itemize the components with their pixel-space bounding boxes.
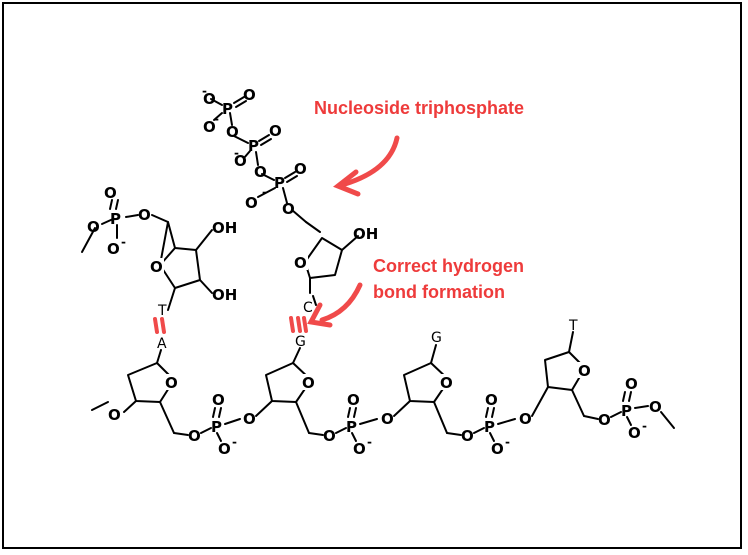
base-thymine: T xyxy=(157,303,167,319)
oxygen-atom: O xyxy=(598,411,611,429)
hydroxyl-group: OH xyxy=(353,225,378,243)
oxygen-atom: O xyxy=(108,406,121,424)
hbond-marks-right xyxy=(289,316,308,333)
phosphorus-atom: P xyxy=(222,100,233,118)
triphosphate-chain xyxy=(210,96,307,223)
oxygen-atom: O xyxy=(87,218,100,236)
oxygen-atom: O xyxy=(347,391,360,409)
oxygen-atom: O xyxy=(519,410,532,428)
negative-charge: - xyxy=(121,235,126,249)
hbond-marks-left xyxy=(153,317,166,334)
annotation-arrow-triphosphate xyxy=(333,135,400,197)
oxygen-atom: O xyxy=(107,240,120,258)
ring-oxygen: O xyxy=(294,254,307,272)
oxygen-atom: O xyxy=(254,163,267,181)
oxygen-atom: O xyxy=(294,160,307,178)
negative-charge: - xyxy=(214,112,219,126)
oxygen-atom: O xyxy=(491,440,504,458)
oxygen-atom: O xyxy=(282,200,295,218)
negative-charge: - xyxy=(232,435,237,449)
oxygen-atom: O xyxy=(245,194,258,212)
hydroxyl-group: OH xyxy=(212,286,237,304)
phosphorus-atom: P xyxy=(621,402,632,420)
oxygen-atom: O xyxy=(104,184,117,202)
base-thymine: T xyxy=(568,318,578,334)
ring-oxygen: O xyxy=(302,374,315,392)
phosphorus-atom: P xyxy=(274,174,285,192)
negative-charge: - xyxy=(367,435,372,449)
base-cytosine: C xyxy=(303,300,313,316)
oxygen-atom: O xyxy=(203,118,216,136)
negative-charge: - xyxy=(642,419,647,433)
oxygen-atom: O xyxy=(461,427,474,445)
oxygen-atom: O xyxy=(628,424,641,442)
ntp-sugar: O OH C xyxy=(292,221,378,316)
oxygen-atom: O xyxy=(188,427,201,445)
oxygen-atom: O xyxy=(212,391,225,409)
oxygen-atom: O xyxy=(625,375,638,393)
oxygen-atom: O xyxy=(353,440,366,458)
oxygen-atom: O xyxy=(218,440,231,458)
oxygen-atom: O xyxy=(226,123,239,141)
negative-charge: - xyxy=(202,84,207,98)
ring-oxygen: O xyxy=(578,362,591,380)
base-guanine: G xyxy=(295,334,306,350)
oxygen-atom: O xyxy=(203,90,216,108)
left-nucleotide: O P O O - O O OH OH T xyxy=(81,184,237,319)
negative-charge: - xyxy=(234,146,239,160)
oxygen-atom: O xyxy=(234,152,247,170)
oxygen-atom: O xyxy=(381,410,394,428)
triphosphate-label: Nucleoside triphosphate xyxy=(314,98,524,118)
triphosphate-atoms: O - P O O - O P O O - O P O O - O xyxy=(202,84,307,218)
hbond-label-line1: Correct hydrogen xyxy=(373,256,524,276)
base-adenine: A xyxy=(157,336,167,352)
phosphorus-atom: P xyxy=(248,137,259,155)
negative-charge: - xyxy=(262,185,267,199)
diagram-frame xyxy=(2,2,742,549)
phosphorus-atom: P xyxy=(346,418,357,436)
hydroxyl-group: OH xyxy=(212,219,237,237)
phosphorus-atom: P xyxy=(484,418,495,436)
ring-oxygen: O xyxy=(165,374,178,392)
hbond-label-line2: bond formation xyxy=(373,282,505,302)
template-strand: O O A O P O O - O O G O P O xyxy=(91,318,675,458)
oxygen-atom: O xyxy=(323,427,336,445)
oxygen-atom: O xyxy=(269,122,282,140)
annotation-arrow-hbond xyxy=(307,282,363,328)
phosphorus-atom: P xyxy=(110,210,121,228)
oxygen-atom: O xyxy=(649,398,662,416)
oxygen-atom: O xyxy=(243,410,256,428)
negative-charge: - xyxy=(505,435,510,449)
base-guanine: G xyxy=(431,330,442,346)
phosphorus-atom: P xyxy=(211,418,222,436)
oxygen-atom: O xyxy=(138,206,151,224)
oxygen-atom: O xyxy=(243,86,256,104)
oxygen-atom: O xyxy=(485,391,498,409)
ring-oxygen: O xyxy=(150,258,163,276)
ring-oxygen: O xyxy=(440,374,453,392)
